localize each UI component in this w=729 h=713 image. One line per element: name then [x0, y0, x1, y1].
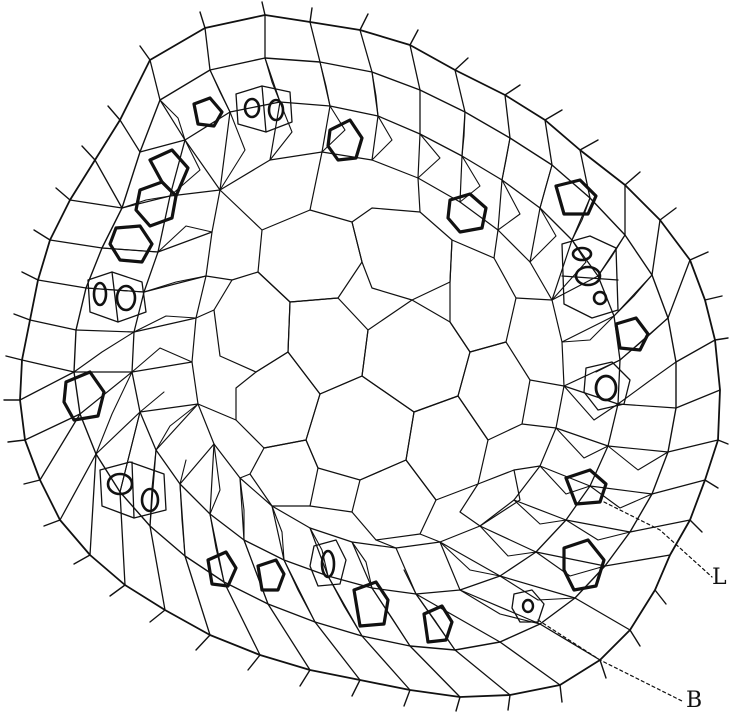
section-outline: [20, 15, 720, 697]
label-B: B: [686, 690, 702, 712]
thick-walled-cells: [64, 98, 648, 642]
pith-cells: [196, 152, 564, 548]
vascular-bundle-lower-left: [100, 462, 166, 518]
outer-radial-walls: [20, 15, 720, 697]
label-L: L: [712, 567, 727, 589]
vascular-bundle-left: [88, 272, 146, 322]
leader-line-L: [604, 502, 712, 577]
inner-cortex-ring: [132, 102, 620, 594]
pith-ring: [192, 152, 564, 548]
vascular-bundle-bottom: [310, 540, 346, 586]
vascular-bundle-right-lower: [584, 362, 630, 410]
vascular-bundle-B: [512, 590, 544, 622]
inner-radial-walls: [132, 102, 620, 594]
vascular-bundle-top: [236, 86, 292, 132]
